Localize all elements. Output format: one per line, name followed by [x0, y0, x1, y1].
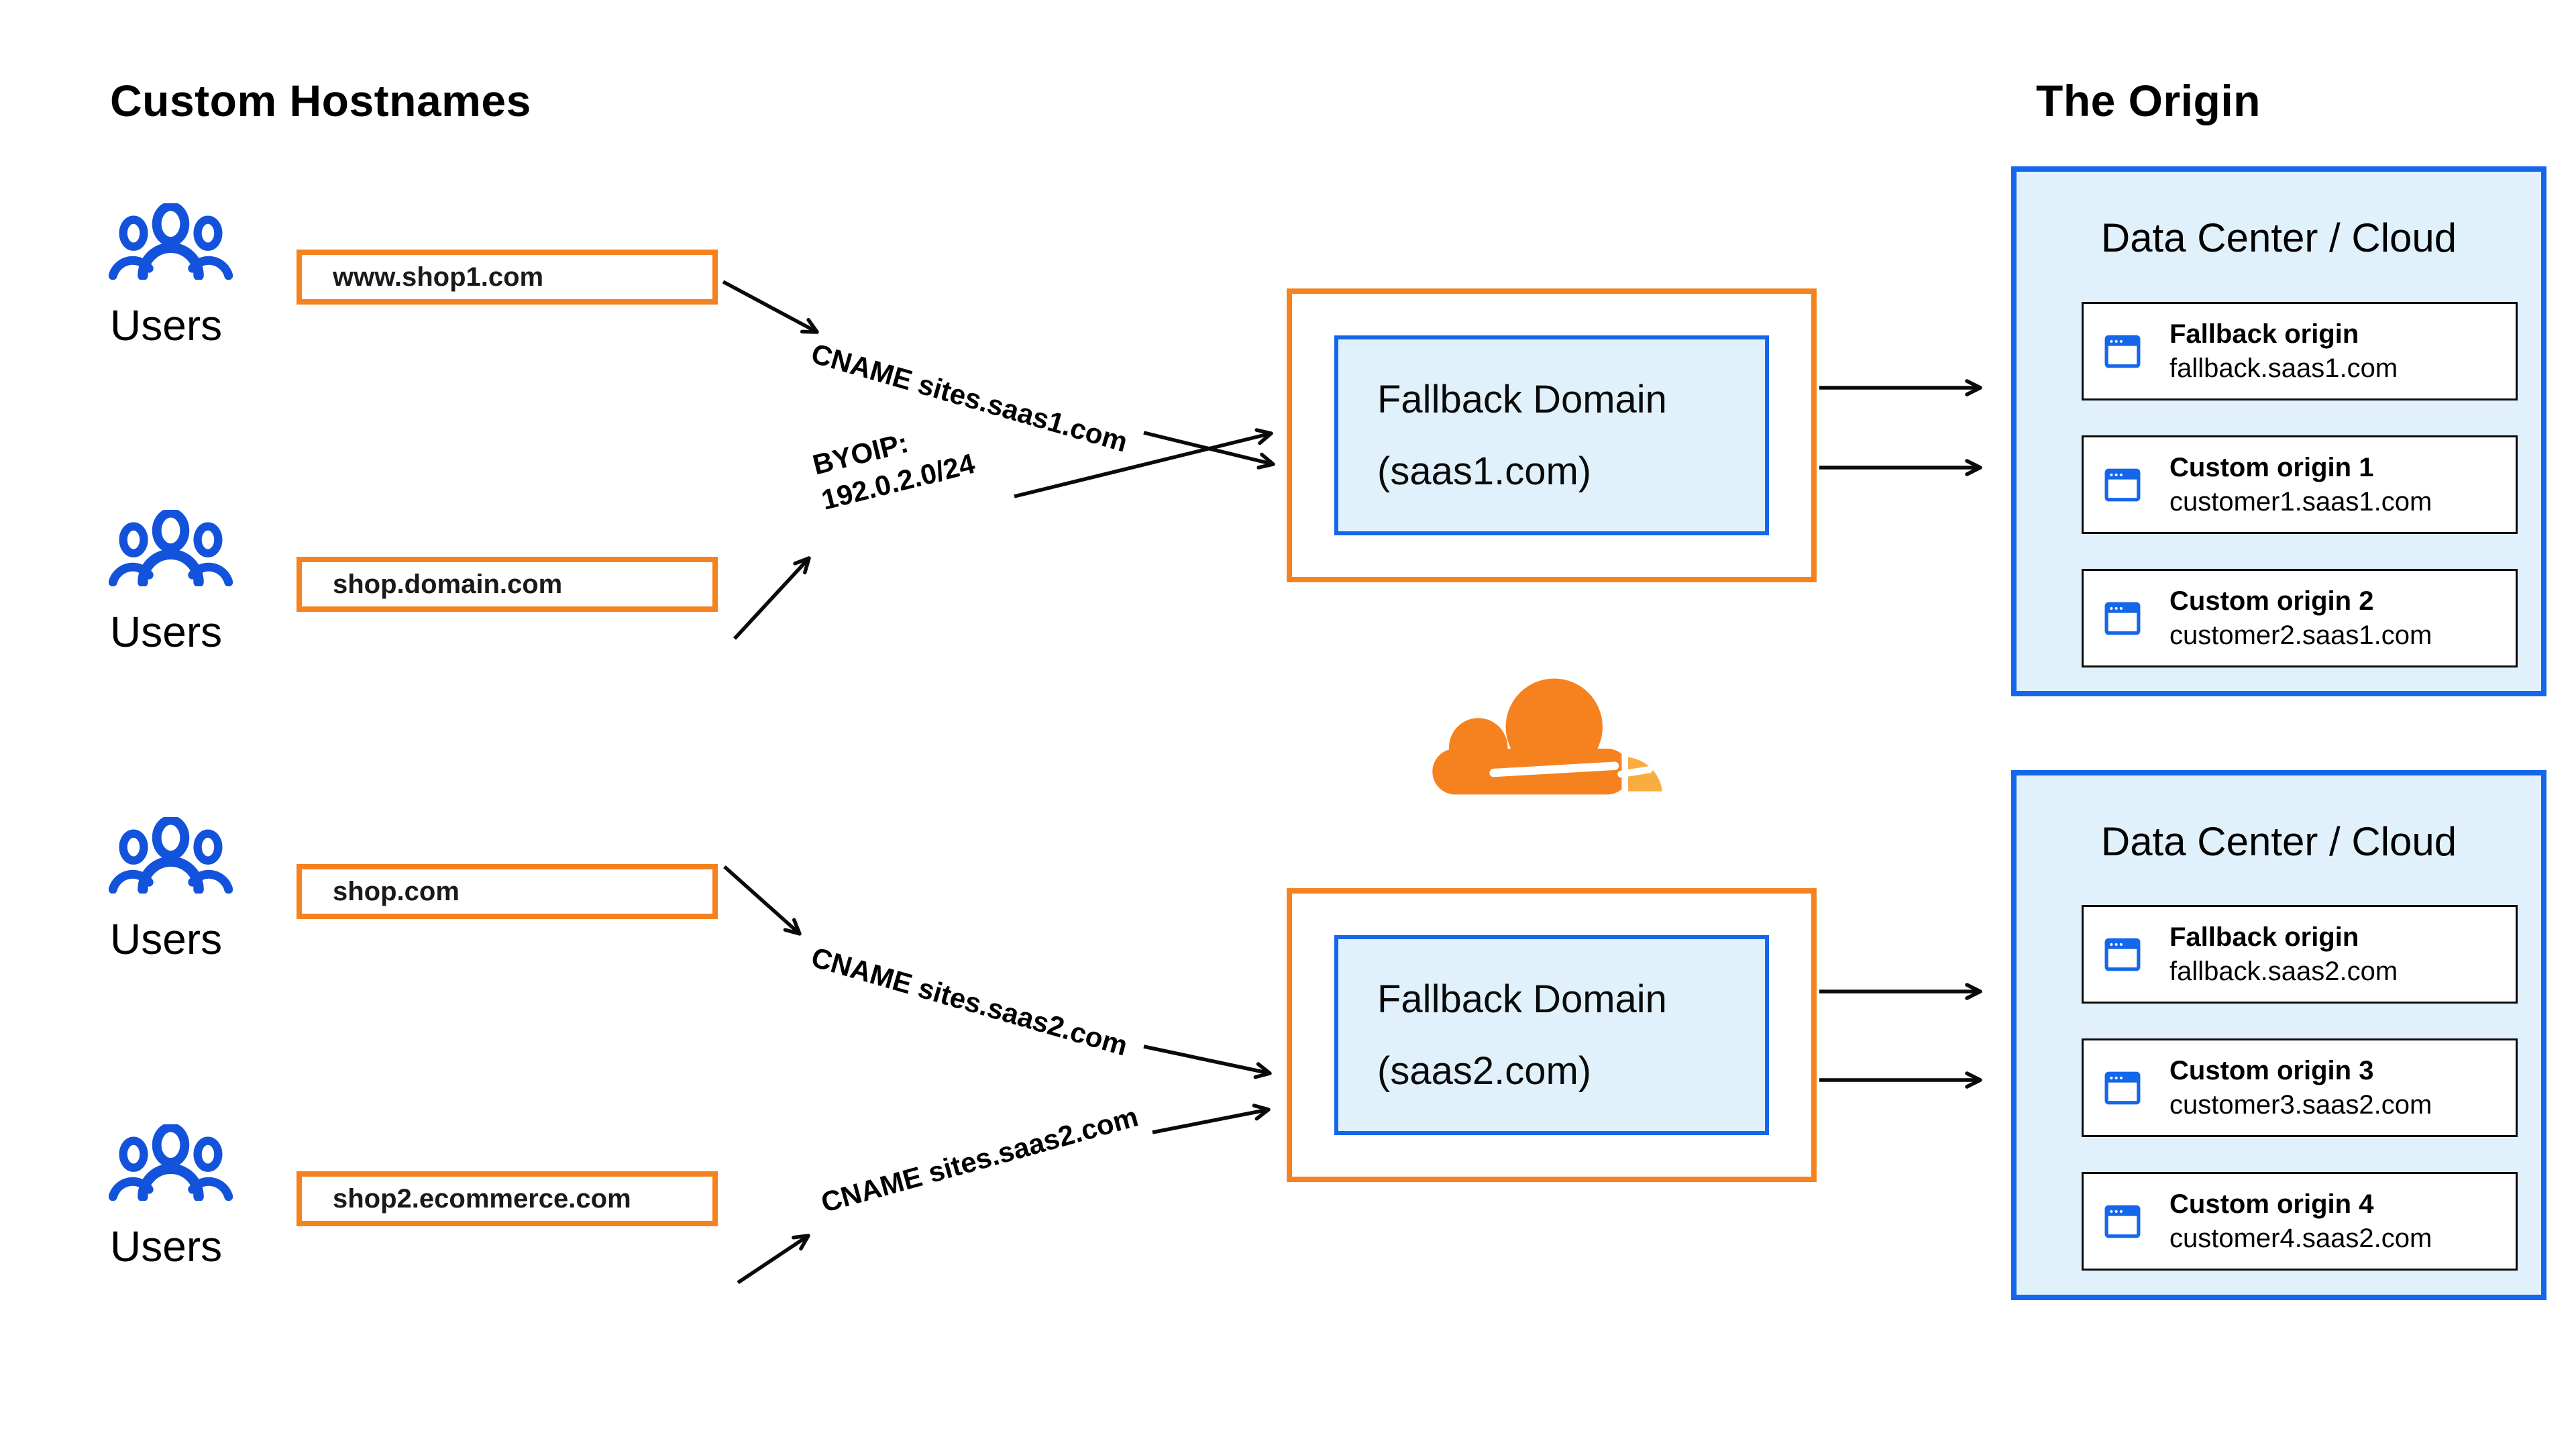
users-icon [109, 203, 233, 280]
browser-window-icon [2104, 937, 2141, 972]
data-center-title: Data Center / Cloud [2100, 215, 2457, 260]
users-icon [109, 817, 233, 894]
origin-name: Custom origin 3 [2169, 1055, 2374, 1085]
browser-window-icon [2104, 468, 2141, 502]
users-label: Users [110, 915, 223, 963]
fallback-domain-title: Fallback Domain [1377, 378, 1667, 421]
origin-row-fallback-saas2: Fallback origin fallback.saas2.com [2082, 905, 2518, 1004]
hostname-box-shop1: www.shop1.com [297, 250, 718, 305]
origin-row-fallback-saas1: Fallback origin fallback.saas1.com [2082, 302, 2518, 400]
origin-name: Custom origin 1 [2169, 452, 2374, 482]
fallback-domain-saas1-inner: Fallback Domain (saas1.com) [1334, 335, 1769, 535]
fallback-domain-host: (saas2.com) [1377, 1049, 1592, 1093]
users-icon [109, 1124, 233, 1201]
fallback-domain-saas1-box: Fallback Domain (saas1.com) [1287, 288, 1817, 582]
hostname-box-shop: shop.com [297, 864, 718, 919]
origin-row-custom2: Custom origin 2 customer2.saas1.com [2082, 569, 2518, 667]
origin-row-custom1: Custom origin 1 customer1.saas1.com [2082, 435, 2518, 534]
fallback-domain-saas2-box: Fallback Domain (saas2.com) [1287, 888, 1817, 1182]
origin-name: Fallback origin [2169, 319, 2359, 349]
origin-name: Custom origin 2 [2169, 586, 2374, 616]
origin-host: fallback.saas1.com [2169, 353, 2398, 383]
browser-window-icon [2104, 334, 2141, 369]
hostname-text: shop2.ecommerce.com [333, 1183, 631, 1214]
origin-row-custom3: Custom origin 3 customer3.saas2.com [2082, 1038, 2518, 1137]
browser-window-icon [2104, 601, 2141, 636]
origin-host: fallback.saas2.com [2169, 956, 2398, 986]
users-label: Users [110, 1222, 223, 1271]
origin-host: customer1.saas1.com [2169, 486, 2432, 517]
origin-row-custom4: Custom origin 4 customer4.saas2.com [2082, 1172, 2518, 1271]
fallback-domain-saas2-inner: Fallback Domain (saas2.com) [1334, 935, 1769, 1135]
origin-host: customer3.saas2.com [2169, 1089, 2432, 1120]
hostname-text: shop.domain.com [333, 569, 563, 599]
users-label: Users [110, 301, 223, 350]
hostname-text: shop.com [333, 876, 460, 906]
data-center-title: Data Center / Cloud [2100, 819, 2457, 864]
hostname-box-shop2-ecommerce: shop2.ecommerce.com [297, 1171, 718, 1226]
custom-hostnames-heading: Custom Hostnames [110, 76, 531, 125]
hostname-text: www.shop1.com [333, 262, 544, 292]
browser-window-icon [2104, 1204, 2141, 1239]
fallback-domain-host: (saas1.com) [1377, 449, 1592, 493]
fallback-domain-title: Fallback Domain [1377, 977, 1667, 1021]
hostname-box-shop-domain: shop.domain.com [297, 557, 718, 612]
data-center-2: Data Center / Cloud Fallback origin fall… [2011, 770, 2546, 1300]
origin-name: Custom origin 4 [2169, 1189, 2374, 1219]
users-label: Users [110, 608, 223, 656]
cloudflare-logo [1417, 672, 1685, 800]
browser-window-icon [2104, 1071, 2141, 1106]
the-origin-heading: The Origin [2036, 76, 2261, 125]
origin-name: Fallback origin [2169, 922, 2359, 952]
origin-host: customer2.saas1.com [2169, 620, 2432, 650]
data-center-1: Data Center / Cloud Fallback origin fall… [2011, 166, 2546, 696]
origin-host: customer4.saas2.com [2169, 1223, 2432, 1253]
users-icon [109, 510, 233, 586]
